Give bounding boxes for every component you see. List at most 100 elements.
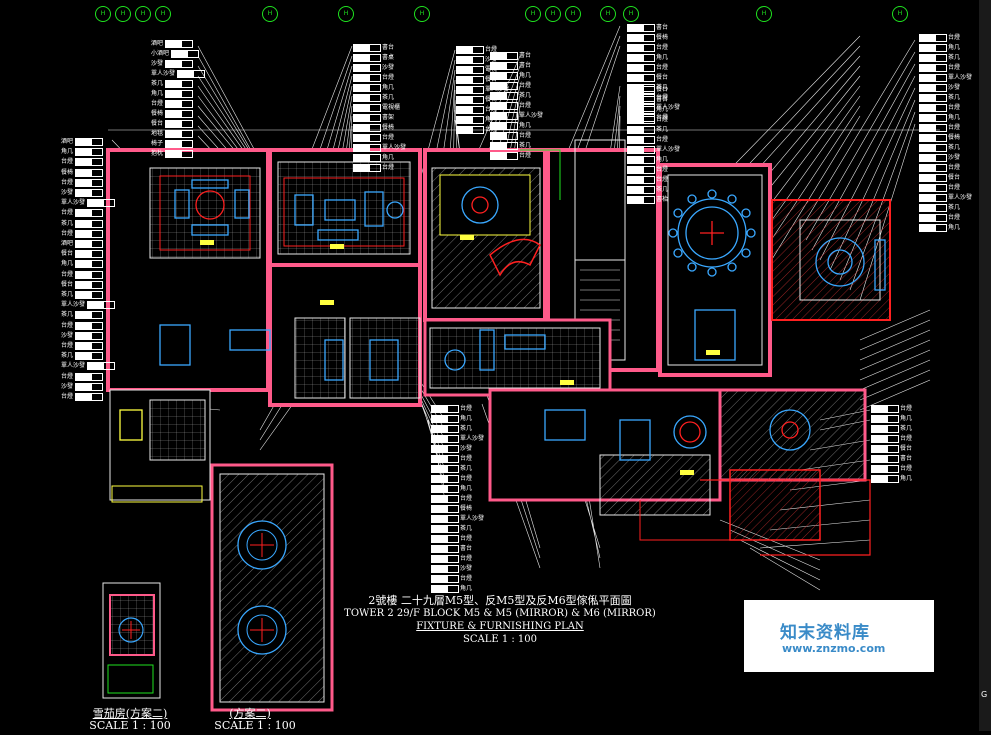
furniture-tag-label: 餐台 (948, 174, 961, 181)
tag-code-box (490, 72, 506, 80)
furniture-tag-label: 餐椅 (948, 134, 961, 141)
tag-code-box (75, 291, 92, 299)
furniture-tag: 台燈 (870, 405, 913, 413)
tag-code-box-outline (447, 505, 459, 513)
tag-code-box (919, 154, 935, 162)
tag-code-box (627, 126, 643, 134)
tag-code-box (627, 186, 643, 194)
tag-code-box-outline (447, 525, 459, 533)
tag-code-box-outline (935, 74, 947, 82)
tag-code-box (627, 64, 643, 72)
tag-code-box-outline (643, 64, 655, 72)
furniture-tag-label: 台燈 (61, 178, 74, 186)
tag-code-box (627, 74, 643, 82)
tag-code-box (627, 44, 643, 52)
furniture-tag: 餐台 (60, 250, 104, 259)
tag-code-box (919, 174, 935, 182)
tag-code-box-outline (472, 106, 484, 114)
tag-code-box-outline (181, 80, 194, 88)
tag-code-box-outline (91, 168, 104, 177)
furniture-tag-label: 餐椅 (61, 168, 74, 176)
tag-code-box (919, 84, 935, 92)
furniture-layer (119, 179, 886, 461)
furniture-tag-label: 角几 (656, 156, 669, 163)
tag-code-box-outline (643, 126, 655, 134)
furniture-tag-label: 書枱 (656, 196, 669, 203)
furniture-tag: 角几 (352, 154, 395, 162)
tag-code-box (871, 455, 887, 463)
tag-code-box-outline (506, 132, 518, 140)
tag-code-box (919, 204, 935, 212)
tag-code-box (456, 66, 472, 74)
tag-code-box-outline (935, 174, 947, 182)
tag-code-box (431, 555, 447, 563)
furniture-tag-label: 書台 (519, 52, 532, 59)
tag-code-box (919, 214, 935, 222)
furniture-tag-label: 茶几 (151, 80, 164, 87)
tag-code-box-outline (935, 184, 947, 192)
tag-code-box-outline (103, 362, 116, 371)
tag-code-box-outline (91, 280, 104, 289)
tag-code-box (456, 86, 472, 94)
furniture-tag-label: 角几 (460, 585, 473, 592)
furniture-tag-label: 角几 (656, 106, 669, 113)
furniture-tag: 台燈 (626, 136, 669, 144)
tag-code-box (919, 124, 935, 132)
furniture-tag-label: 書架 (382, 114, 395, 121)
furniture-tag: 茶几 (352, 94, 395, 102)
furniture-tag: 沙發 (430, 565, 473, 573)
tag-code-box (165, 60, 182, 68)
furniture-tag: 角几 (918, 224, 961, 232)
furniture-tag: 角几 (918, 44, 961, 52)
furniture-tag-label: 台燈 (460, 405, 473, 412)
furniture-tag: 書架 (352, 114, 395, 122)
tag-code-box (431, 585, 447, 593)
tag-code-box-outline (369, 144, 381, 152)
tag-code-box-outline (506, 142, 518, 150)
furniture-tag: 單人沙發 (352, 144, 407, 152)
furniture-tag-label: 茶几 (948, 144, 961, 151)
furniture-tag: 餐台 (60, 280, 104, 289)
furniture-tag: 餐台 (870, 445, 913, 453)
axis-bubble: H (545, 6, 561, 22)
furniture-tag-label: 台燈 (460, 455, 473, 462)
tag-code-box-outline (447, 565, 459, 573)
tag-code-box (177, 70, 194, 78)
tag-code-box (75, 280, 92, 289)
tag-code-box (871, 465, 887, 473)
furniture-tag-label: 書桌 (382, 54, 395, 61)
tag-code-box (75, 158, 92, 167)
tag-code-box (456, 106, 472, 114)
furniture-tag-label: 角几 (151, 90, 164, 97)
furniture-tag-label: 台燈 (656, 166, 669, 173)
tag-code-box-outline (506, 52, 518, 60)
tag-code-box-outline (643, 106, 655, 114)
tag-code-box (87, 362, 104, 371)
tag-code-box (353, 84, 369, 92)
furniture-tag-label: 餐台 (656, 74, 669, 81)
furniture-tag: 餐椅 (626, 34, 669, 42)
tag-code-box-outline (447, 455, 459, 463)
tag-code-box (75, 311, 92, 320)
tag-code-box (456, 116, 472, 124)
furniture-tag: 台燈 (60, 321, 104, 330)
furniture-tag: 台燈 (626, 116, 669, 124)
furniture-tag-label: 茶几 (382, 94, 395, 101)
furniture-tag-label: 餐椅 (382, 124, 395, 131)
furniture-tag-label: 餐椅 (151, 110, 164, 117)
tag-code-box (919, 74, 935, 82)
tag-code-box (165, 150, 182, 158)
drawing-scale: SCALE 1 : 100 (462, 634, 538, 645)
right-edge-scrollbar[interactable]: G (979, 0, 991, 731)
tag-code-box-outline (935, 34, 947, 42)
tag-code-box-outline (472, 56, 484, 64)
furniture-tag: 台燈 (870, 465, 913, 473)
tag-code-box (431, 465, 447, 473)
tag-code-box (353, 64, 369, 72)
tag-code-box-outline (887, 455, 899, 463)
furniture-tag: 台燈 (626, 44, 669, 52)
tag-code-box-outline (472, 66, 484, 74)
drawing-title-en: TOWER 2 29/F BLOCK M5 & M5 (MIRROR) & M6… (344, 608, 656, 619)
